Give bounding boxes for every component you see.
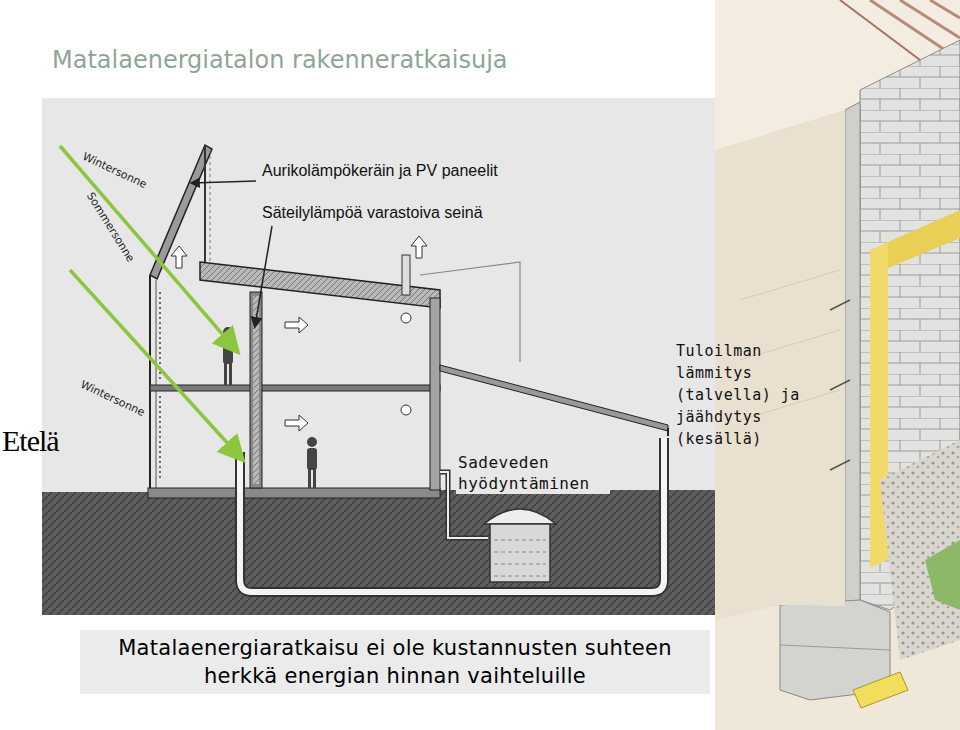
- callout-label: Tuloilman lämmitys (talvella) ja jäähdyt…: [676, 340, 836, 450]
- slide-title: Matalaenergiatalon rakenneratkaisuja: [52, 46, 508, 74]
- slide-caption: Matalaenergiaratkaisu ei ole kustannuste…: [80, 630, 710, 694]
- callout-label: Aurikolämpökeräin ja PV paneelit: [262, 162, 498, 180]
- callout-label: Säteilylämpöä varastoiva seinä: [262, 204, 483, 222]
- direction-label: Etelä: [2, 424, 59, 458]
- callout-label: Sadeveden hyödyntäminen: [456, 452, 610, 494]
